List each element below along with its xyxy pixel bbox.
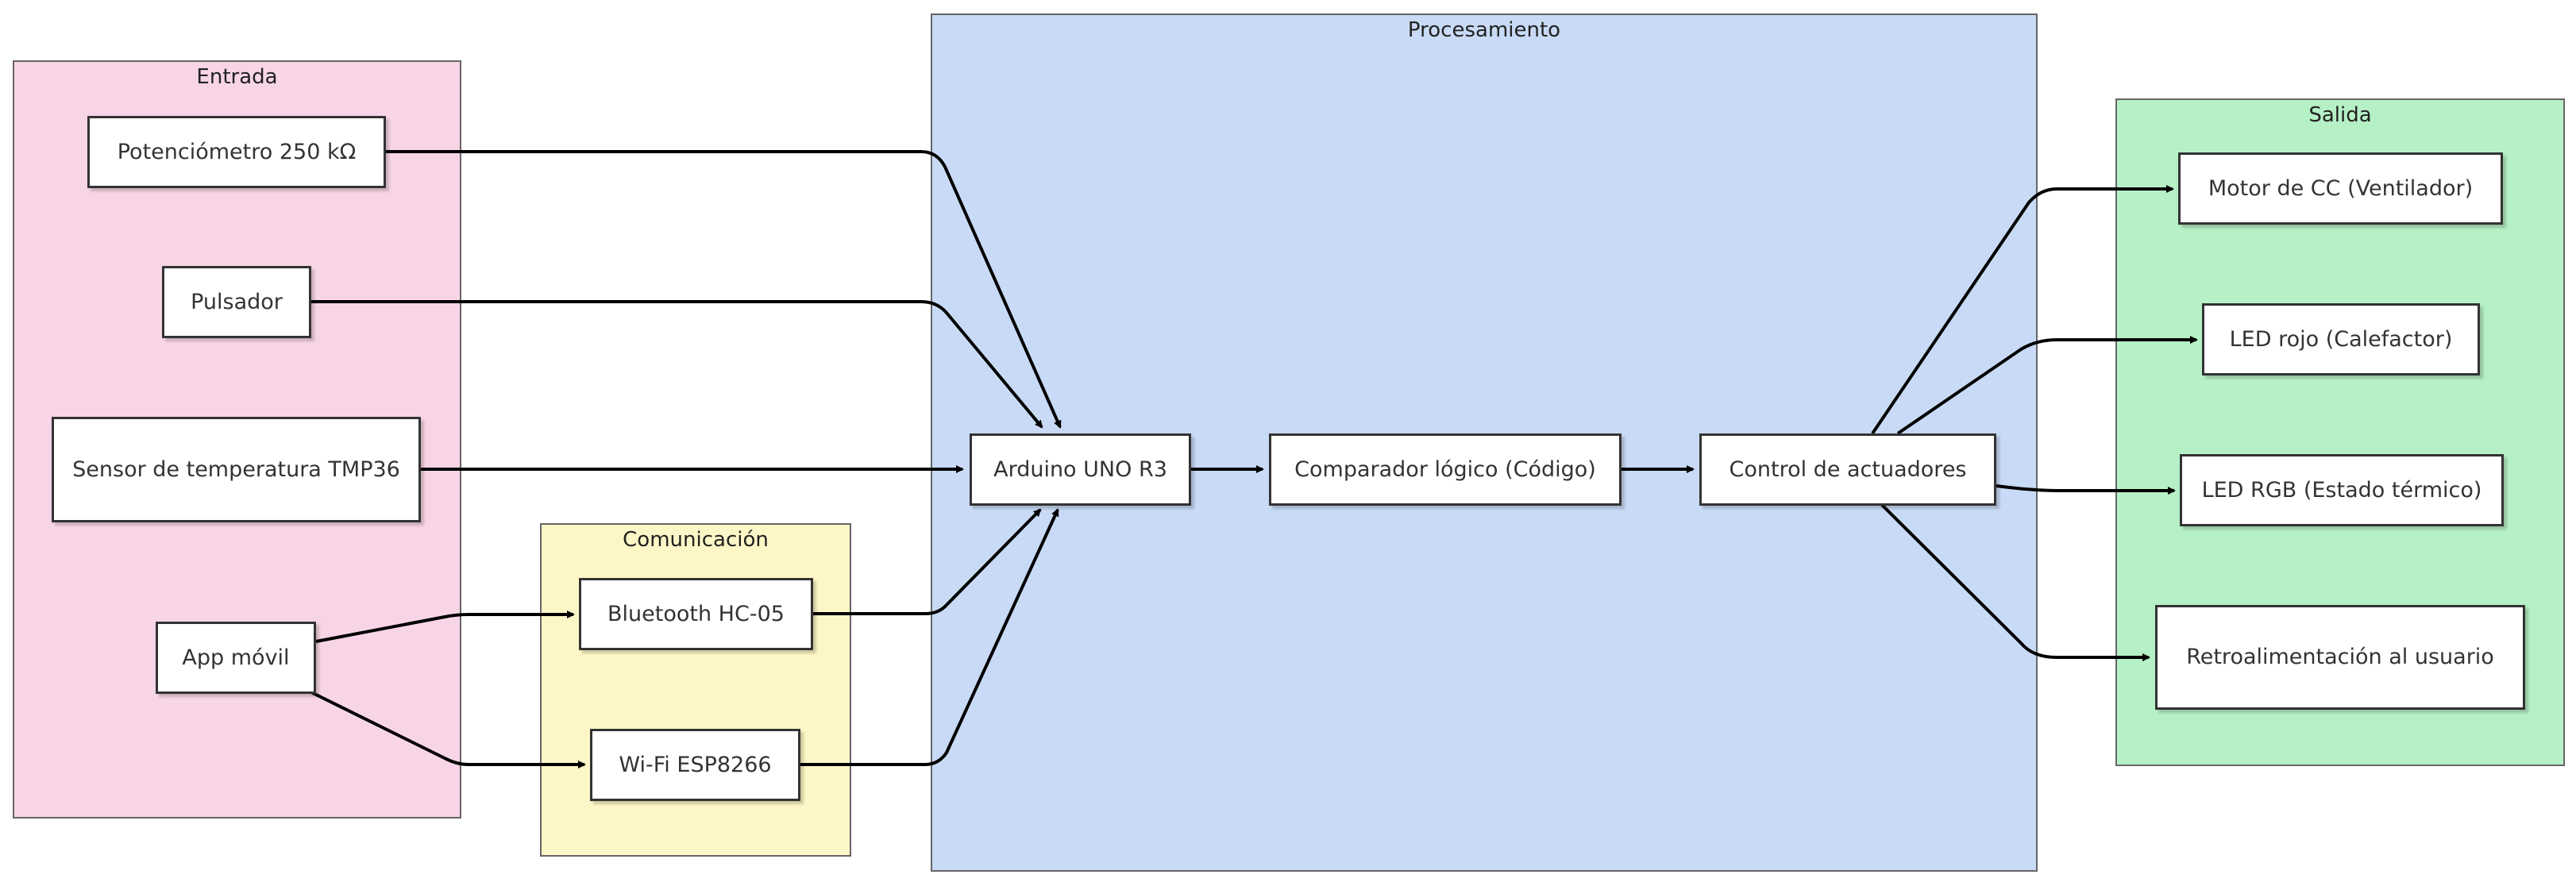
group-title-procesamiento: Procesamiento: [1407, 18, 1561, 42]
edge-control-ledrgb: [1996, 484, 2176, 495]
edge-control-retro: [1880, 503, 2150, 661]
edge-app-wifi: [310, 691, 586, 769]
node-retro: Retroalimentación al usuario: [2155, 605, 2525, 710]
node-sensor: Sensor de temperatura TMP36: [52, 417, 421, 522]
node-arduino: Arduino UNO R3: [970, 433, 1191, 506]
edge-control-motor: [1871, 185, 2174, 435]
group-title-comunicacion: Comunicación: [623, 528, 769, 552]
edge-pulsador-arduino: [311, 300, 1043, 429]
edge-wifi-arduino: [800, 508, 1059, 766]
node-potenciometro: Potenciómetro 250 kΩ: [87, 116, 386, 188]
edge-bluetooth-arduino: [813, 508, 1042, 615]
node-pulsador: Pulsador: [162, 266, 311, 338]
edge-control-ledrojo: [1896, 336, 2198, 435]
node-app: App móvil: [156, 622, 316, 694]
node-motor: Motor de CC (Ventilador): [2178, 152, 2503, 225]
edge-app-bluetooth: [315, 611, 575, 643]
node-led-rgb: LED RGB (Estado térmico): [2180, 454, 2504, 526]
edge-potenciometro-arduino: [386, 150, 1062, 429]
node-wifi: Wi-Fi ESP8266: [590, 729, 800, 801]
group-title-salida: Salida: [2308, 103, 2372, 127]
node-led-rojo: LED rojo (Calefactor): [2202, 303, 2480, 376]
node-comparador: Comparador lógico (Código): [1269, 433, 1622, 506]
group-title-entrada: Entrada: [196, 65, 278, 89]
node-control: Control de actuadores: [1699, 433, 1996, 506]
node-bluetooth: Bluetooth HC-05: [579, 578, 813, 650]
